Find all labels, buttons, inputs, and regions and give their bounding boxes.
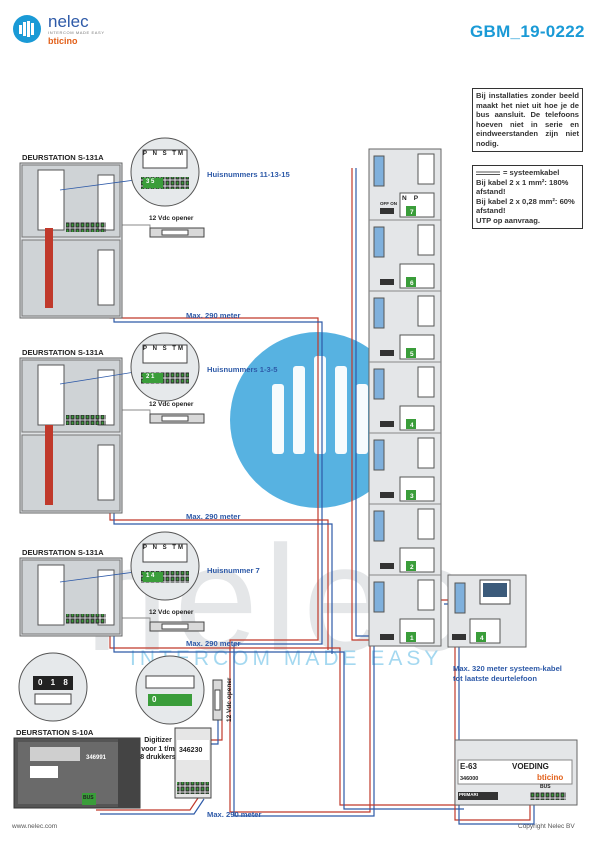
handset-terminals: NP (402, 195, 426, 202)
handset-number: 5 (410, 351, 414, 358)
station-3-code: 1 4 (146, 573, 155, 579)
digitizer-display: 0 (152, 695, 157, 704)
digitizer-text: Digitizer voor 1 t/m 8 drukkers (140, 737, 176, 761)
power-supply (454, 739, 578, 806)
station-1-title: DEURSTATION S-131A (22, 153, 104, 162)
handset-number: 7 (410, 209, 414, 216)
station-10a-title: DEURSTATION S-10A (16, 728, 94, 737)
door-station-3 (19, 557, 123, 637)
handset-number: 6 (410, 280, 414, 287)
door-station-1 (19, 162, 123, 319)
station-2-distance: Max. 290 meter (186, 512, 241, 521)
station-2-opener: 12 Vdc opener (149, 401, 194, 408)
cable-line-1: Bij kabel 2 x 1 mm²: 180% afstand! (476, 177, 569, 197)
station-10a-display: 0 1 8 (38, 678, 71, 687)
installation-note: Bij installaties zonder beeld maakt het … (472, 88, 583, 152)
system-cable-icon (476, 171, 500, 175)
digitizer-opener: 12 Vdc opener (226, 677, 233, 722)
terminal-labels-2: P N S TM (143, 346, 185, 352)
station-2-code: 2 1 (146, 374, 155, 380)
terminal-zoom-2 (59, 332, 200, 402)
diagram-labels: 7 6 5 4 3 2 1 4 (410, 209, 484, 642)
cable-title: = systeemkabel (503, 168, 560, 177)
station-1-distance: Max. 290 meter (186, 311, 241, 320)
supply-article: 346000 (460, 776, 479, 782)
station-3-opener: 12 Vdc opener (149, 609, 194, 616)
supply-label: VOEDING (512, 762, 549, 771)
footer-copyright: Copyright Nelec BV (518, 823, 575, 830)
station-1-numbers: Huisnummers 11-13-15 (207, 170, 290, 179)
door-station-2 (19, 357, 123, 514)
logo-name: nelec (48, 12, 89, 31)
nelec-logo-icon (13, 15, 41, 43)
logo-tagline: INTERCOM MADE EASY (48, 30, 105, 35)
station-s10a (13, 652, 141, 809)
supply-model: E-63 (460, 762, 477, 771)
handset-number: 4 (480, 635, 484, 642)
station-1-code: 3 5 (146, 179, 155, 185)
station-10a-bus: BUS (83, 795, 94, 801)
station-3-title: DEURSTATION S-131A (22, 548, 104, 557)
handset-number: 1 (410, 635, 414, 642)
handset-number: 4 (410, 422, 414, 429)
nelec-logo: nelec INTERCOM MADE EASY bticino (12, 12, 122, 46)
supply-brand: bticino (537, 773, 564, 782)
supply-primary: PRIMARI (459, 792, 478, 797)
handset-number: 2 (410, 564, 414, 571)
handset-off-on: OFF ON (380, 201, 397, 206)
footer-website[interactable]: www.nelec.com (12, 823, 58, 830)
digitizer-module (135, 655, 212, 799)
station-1-opener: 12 Vdc opener (149, 215, 194, 222)
terminal-labels-1: P N S TM (143, 151, 185, 157)
terminal-zoom-1 (59, 137, 200, 207)
video-handset (447, 574, 527, 648)
station-10a-article: 346991 (86, 755, 107, 761)
logo-brand: bticino (48, 36, 78, 46)
station-2-title: DEURSTATION S-131A (22, 348, 104, 357)
document-code: GBM_19-0222 (470, 22, 585, 41)
station-3-numbers: Huisnummer 7 (207, 566, 260, 575)
cable-line-2: Bij kabel 2 x 0,28 mm²: 60% afstand! (476, 196, 575, 216)
watermark-tagline: INTERCOM MADE EASY (130, 647, 442, 670)
cable-note: = systeemkabel Bij kabel 2 x 1 mm²: 180%… (472, 165, 583, 229)
digitizer-distance: Max. 290 meter (207, 810, 262, 819)
station-2-numbers: Huisnummers 1-3-5 (207, 365, 278, 374)
cable-line-3: UTP op aanvraag. (476, 215, 541, 225)
terminal-labels-3: P N S TM (143, 545, 185, 551)
digitizer-article: 346230 (179, 747, 203, 754)
bus-distance-note: Max. 320 meter systeem-kabel tot laatste… (453, 664, 562, 683)
supply-bus: BUS (540, 784, 551, 790)
door-openers (149, 227, 223, 721)
station-3-distance: Max. 290 meter (186, 639, 241, 648)
handset-column (368, 148, 442, 647)
terminal-zoom-3 (59, 531, 200, 601)
bus-cables (96, 168, 535, 825)
handset-number: 3 (410, 493, 414, 500)
